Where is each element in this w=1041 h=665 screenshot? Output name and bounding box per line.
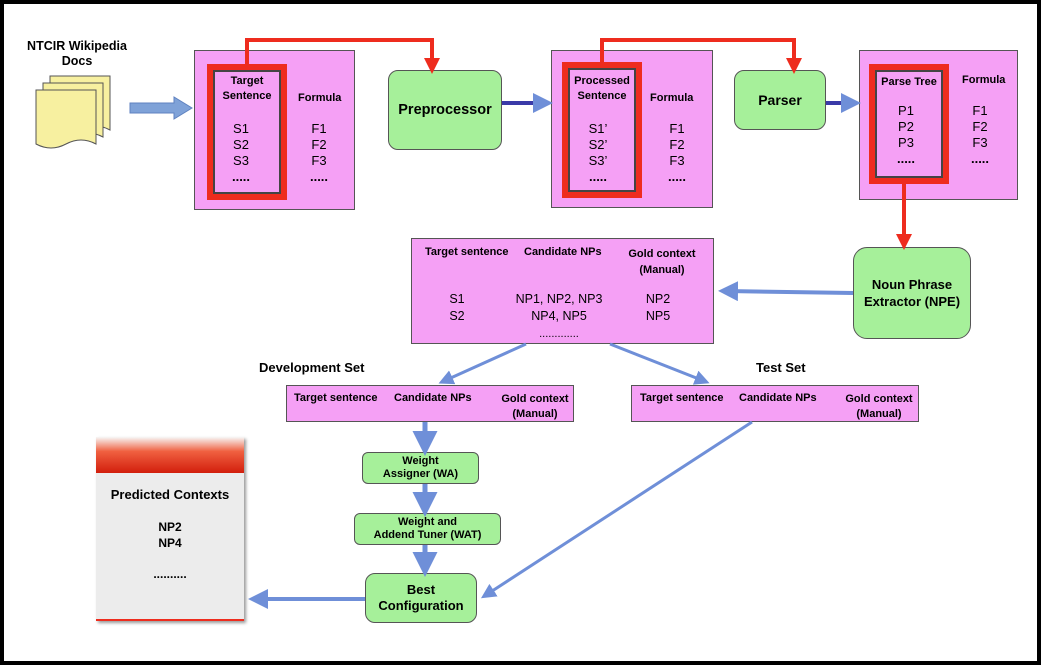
candidates-header-nps: Candidate NPs xyxy=(524,246,602,258)
dev-header-target: Target sentence xyxy=(294,392,378,404)
target-sentence-box xyxy=(194,50,355,210)
processed-sentence-box xyxy=(551,50,713,208)
dev-header-gold: Gold context (Manual) xyxy=(501,393,569,420)
test-set-box xyxy=(631,385,919,422)
weight-tuner-node: Weight and Addend Tuner (WAT) xyxy=(354,513,501,545)
test-to-best-arrow xyxy=(480,420,753,599)
box2-left-items: S1’S2’S3’..... xyxy=(588,121,608,184)
predicted-ellipsis: .......... xyxy=(153,567,187,581)
preprocessor-node: Preprocessor xyxy=(388,70,502,150)
predicted-contexts-header-bar xyxy=(96,437,244,473)
predicted-contexts-title: Predicted Contexts xyxy=(110,487,230,502)
diagram-canvas: NTCIR Wikipedia Docs Target Sentence For… xyxy=(4,4,1037,661)
candidates-header-gold: Gold context (Manual) xyxy=(628,248,696,276)
documents-icon xyxy=(35,75,111,149)
npe-to-candidates-arrow xyxy=(718,281,854,302)
box2-right-header: Formula xyxy=(650,92,694,104)
docs-to-box1-arrow xyxy=(129,96,193,120)
parse-tree-highlight xyxy=(869,64,949,184)
dev-header-nps: Candidate NPs xyxy=(394,392,472,404)
best-configuration-node: Best Configuration xyxy=(365,573,477,623)
weight-assigner-node: Weight Assigner (WA) xyxy=(362,452,479,484)
candidates-row1-nps: NP1, NP2, NP3 xyxy=(515,292,603,306)
candidates-box xyxy=(411,238,714,344)
parse-tree-box xyxy=(859,50,1018,200)
candidates-row2-nps: NP4, NP5 xyxy=(531,309,587,323)
test-header-target: Target sentence xyxy=(640,392,724,404)
development-set-title: Development Set xyxy=(259,360,365,375)
box1-left-header: Target Sentence xyxy=(222,75,272,102)
candidates-ellipsis: ............. xyxy=(539,328,579,340)
processed-sentence-highlight xyxy=(562,62,642,198)
candidates-row2-gold: NP5 xyxy=(645,309,671,323)
candidates-to-dev-arrow xyxy=(438,342,527,385)
box3-right-header: Formula xyxy=(962,74,1006,86)
target-sentence-highlight xyxy=(207,64,287,200)
predicted-item-1: NP2 xyxy=(158,520,182,534)
candidates-to-test-arrow xyxy=(609,342,710,385)
candidates-row1-gold: NP2 xyxy=(645,292,671,306)
red-arrow-to-preprocessor xyxy=(245,38,440,74)
connector-arrows xyxy=(129,38,912,609)
predicted-contexts-card: Predicted Contexts NP2 NP4 .......... xyxy=(96,437,244,621)
candidates-row2-sentence: S2 xyxy=(449,309,465,323)
box3-left-header: Parse Tree xyxy=(881,76,937,88)
box1-right-header: Formula xyxy=(298,92,342,104)
parser-node: Parser xyxy=(734,70,826,130)
development-set-box xyxy=(286,385,574,422)
box2-left-header: Processed Sentence xyxy=(574,75,630,102)
source-label: NTCIR Wikipedia Docs xyxy=(27,39,127,68)
test-header-nps: Candidate NPs xyxy=(739,392,817,404)
predicted-item-2: NP4 xyxy=(158,536,182,550)
red-arrow-to-parser xyxy=(600,38,802,74)
test-set-title: Test Set xyxy=(756,360,806,375)
candidates-header-target: Target sentence xyxy=(425,246,509,258)
noun-phrase-extractor-node: Noun Phrase Extractor (NPE) xyxy=(853,247,971,339)
test-header-gold: Gold context (Manual) xyxy=(845,393,913,420)
candidates-row1-sentence: S1 xyxy=(449,292,465,306)
